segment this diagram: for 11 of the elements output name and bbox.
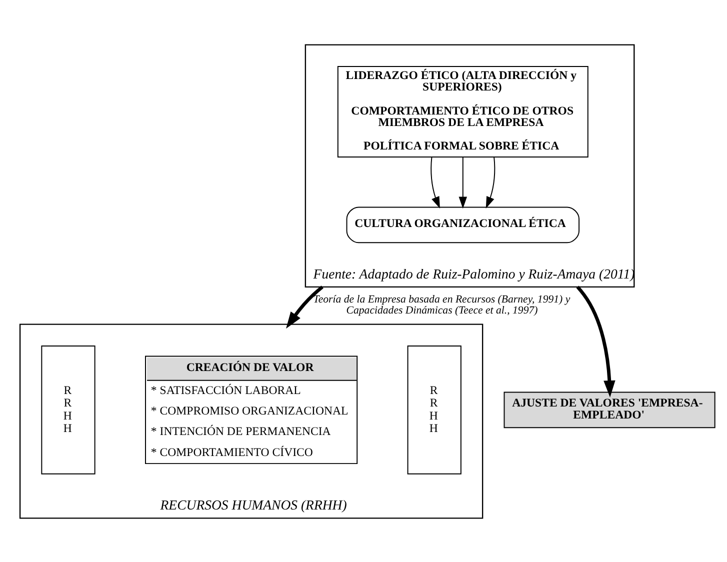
arrow <box>576 285 616 397</box>
arrow <box>430 156 440 208</box>
node-box: CULTURA ORGANIZACIONAL ÉTICA <box>346 206 580 243</box>
arrow <box>286 285 324 328</box>
node-box: LIDERAZGO ÉTICO (ALTA DIRECCIÓN y SUPERIORES) COMPORTAMIENTO ÉTICO DE OTROS MIEMBROS DE LA EMPRESA POLÍTICA FORMAL SOBRE ÉTICA <box>337 65 588 157</box>
edge-label: Teoría de la Empresa basada en Recursos (Barney, 1991) y Capacidades Dinámicas (Teece et al., 1997) <box>313 292 570 316</box>
node-box: RRHH <box>41 344 96 474</box>
arrow <box>486 156 496 208</box>
node-box: RRHH <box>407 344 462 474</box>
arrow <box>458 156 468 208</box>
node-box: AJUSTE DE VALORES 'EMPRESA-EMPLEADO' <box>504 391 716 428</box>
